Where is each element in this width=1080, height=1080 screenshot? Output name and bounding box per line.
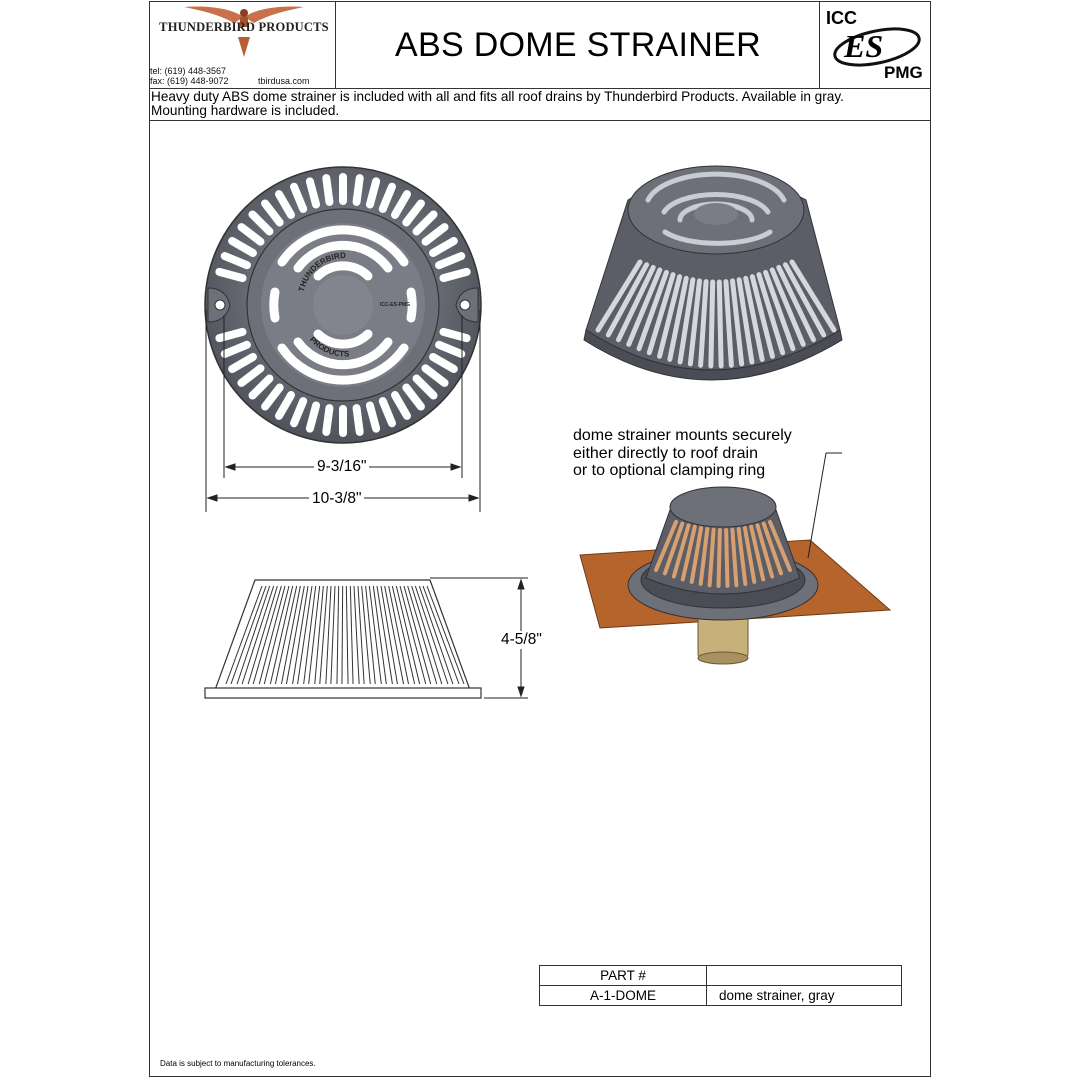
note-line-2: either directly to roof drain bbox=[573, 444, 758, 462]
cert-top: ICC bbox=[826, 8, 857, 28]
icc-es-pmg-icon: ICC ES PMG bbox=[826, 8, 923, 82]
title-block: ABS DOME STRAINER bbox=[336, 2, 820, 88]
company-name: THUNDERBIRD PRODUCTS bbox=[159, 20, 329, 34]
website-link[interactable]: tbirdusa.com bbox=[258, 76, 310, 86]
note-line-1: dome strainer mounts securely bbox=[573, 427, 792, 444]
footnote: Data is subject to manufacturing toleran… bbox=[160, 1059, 316, 1068]
description: Heavy duty ABS dome strainer is included… bbox=[151, 90, 927, 118]
part-description-cell: dome strainer, gray bbox=[706, 985, 902, 1006]
logo-block: THUNDERBIRD PRODUCTS tel: (619) 448-3567… bbox=[150, 2, 336, 88]
side-view-drawing bbox=[204, 577, 528, 699]
fax-number: fax: (619) 448-9072 bbox=[150, 76, 229, 86]
cert-bottom: PMG bbox=[884, 63, 923, 82]
part-number-cell: A-1-DOME bbox=[539, 985, 707, 1006]
divider bbox=[150, 120, 930, 121]
contact-info: tel: (619) 448-3567 fax: (619) 448-9072 … bbox=[150, 66, 310, 86]
header: THUNDERBIRD PRODUCTS tel: (619) 448-3567… bbox=[150, 2, 930, 89]
isometric-view-drawing bbox=[583, 165, 843, 381]
description-line-2: Mounting hardware is included. bbox=[151, 103, 340, 118]
certification-logo: ICC ES PMG bbox=[819, 2, 930, 88]
phone-number: tel: (619) 448-3567 bbox=[150, 66, 227, 76]
cert-mid: ES bbox=[843, 28, 883, 64]
stamp-side: ICC-ES-PMG bbox=[380, 302, 410, 308]
thunderbird-logo-icon bbox=[184, 6, 304, 57]
outer-slots bbox=[215, 173, 471, 437]
roof-install-drawing bbox=[579, 452, 892, 665]
spec-sheet: THUNDERBIRD PRODUCTS tel: (619) 448-3567… bbox=[149, 1, 931, 1077]
inner-rings bbox=[269, 225, 417, 385]
table-row: A-1-DOME dome strainer, gray bbox=[539, 985, 902, 1006]
table-header-row: PART # bbox=[539, 965, 902, 986]
part-table: PART # A-1-DOME dome strainer, gray bbox=[539, 965, 902, 1006]
dim-height: 4-5/8" bbox=[498, 631, 545, 649]
page-title: ABS DOME STRAINER bbox=[395, 25, 761, 64]
dim-inner-diameter: 9-3/16" bbox=[314, 458, 370, 476]
install-note: dome strainer mounts securely either dir… bbox=[573, 427, 792, 480]
description-header bbox=[706, 965, 902, 986]
dim-outer-diameter: 10-3/8" bbox=[309, 490, 365, 508]
part-number-header: PART # bbox=[539, 965, 707, 986]
description-line-1: Heavy duty ABS dome strainer is included… bbox=[151, 89, 844, 104]
note-line-3: or to optional clamping ring bbox=[573, 462, 766, 479]
